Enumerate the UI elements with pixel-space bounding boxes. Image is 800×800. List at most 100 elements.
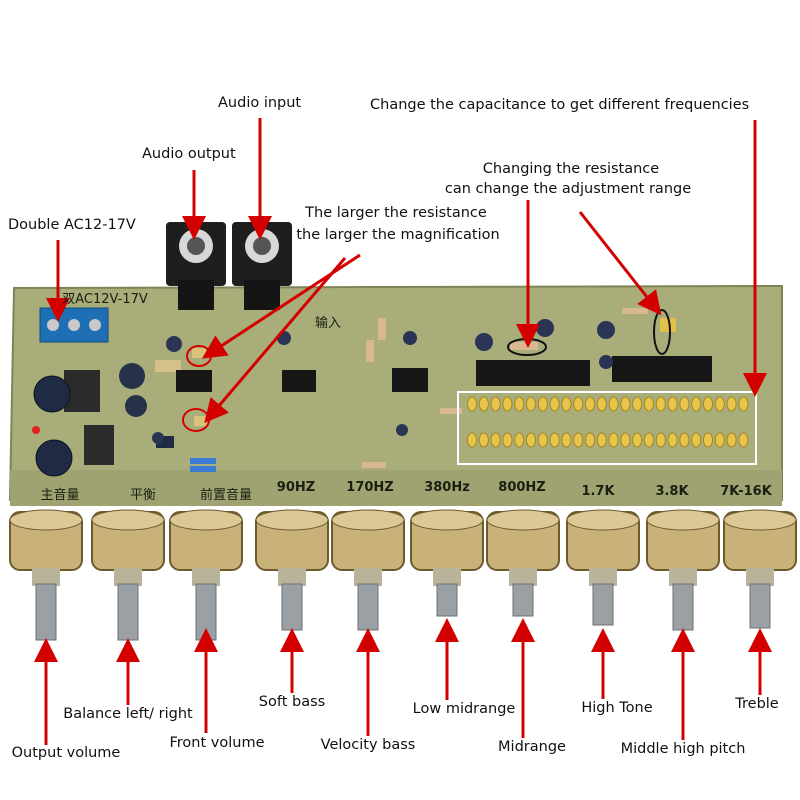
tantalum-capacitor <box>584 396 596 412</box>
tantalum-capacitor <box>667 396 678 412</box>
tantalum-capacitor <box>632 432 643 448</box>
tantalum-capacitor <box>502 396 513 412</box>
tantalum-capacitor <box>525 396 537 412</box>
tantalum-capacitor <box>549 432 560 448</box>
arrow-resistance-range-diag <box>578 211 662 316</box>
tantalum-capacitor <box>466 396 478 412</box>
highlight-ellipse-capacitor <box>653 309 671 355</box>
tantalum-capacitor <box>573 432 584 448</box>
tantalum-capacitor <box>643 432 655 448</box>
potentiometer <box>723 509 797 629</box>
tantalum-capacitor <box>714 396 725 412</box>
callout-resistance-range-1: Changing the resistance <box>482 161 660 177</box>
power-terminal-block <box>39 307 109 343</box>
tantalum-capacitor <box>478 432 489 448</box>
capacitor-rows <box>466 396 749 448</box>
tantalum-capacitor <box>632 396 643 412</box>
tantalum-capacitor <box>620 432 631 448</box>
silk-band-170hz: 170HZ <box>346 480 394 495</box>
tantalum-capacitor <box>537 396 548 412</box>
tantalum-capacitor <box>620 396 631 412</box>
tantalum-capacitor <box>490 432 501 448</box>
tantalum-capacitor <box>738 432 749 448</box>
tantalum-capacitor <box>608 432 619 448</box>
potentiometer <box>646 509 720 631</box>
tantalum-capacitor <box>679 432 690 448</box>
potentiometer <box>486 509 560 617</box>
callout-resistance-mag-2: the larger the magnification <box>296 227 500 243</box>
potentiometer-row <box>9 509 797 641</box>
silk-input-label: 输入 <box>314 316 342 331</box>
knob-label-output-volume: Output volume <box>11 745 121 761</box>
knob-label-balance: Balance left/ right <box>63 706 193 722</box>
tantalum-capacitor <box>525 432 537 448</box>
potentiometer <box>410 509 484 617</box>
tantalum-capacitor <box>726 396 737 412</box>
tantalum-capacitor <box>702 432 714 448</box>
callout-capacitance: Change the capacitance to get different … <box>370 97 750 113</box>
tantalum-capacitor <box>514 432 525 448</box>
silk-band-1-7k: 1.7K <box>581 484 615 499</box>
silk-balance: 平衡 <box>129 488 157 503</box>
potentiometer <box>9 509 83 641</box>
potentiometer <box>566 509 640 626</box>
integrated-circuits <box>176 356 712 392</box>
tantalum-capacitor <box>738 396 749 412</box>
tantalum-capacitor <box>584 432 596 448</box>
knob-label-front-volume: Front volume <box>169 735 265 751</box>
knob-label-low-midrange: Low midrange <box>412 701 516 717</box>
tantalum-capacitor <box>655 396 666 412</box>
knob-label-midrange: Midrange <box>498 739 566 755</box>
arrow-magnification-2 <box>204 257 347 424</box>
silk-band-3-8k: 3.8K <box>655 484 689 499</box>
power-section-components <box>32 360 181 477</box>
silk-main-volume: 主音量 <box>40 488 80 503</box>
knob-label-soft-bass: Soft bass <box>258 694 326 710</box>
tantalum-capacitor <box>679 396 690 412</box>
silk-pre-volume: 前置音量 <box>199 488 253 503</box>
tantalum-capacitor <box>691 432 702 448</box>
tantalum-capacitor <box>714 432 725 448</box>
rca-output-jack <box>166 222 226 310</box>
knob-label-velocity-bass: Velocity bass <box>320 737 416 753</box>
silk-power-label: 双AC12V-17V <box>62 292 148 307</box>
potentiometer <box>255 509 329 631</box>
annotation-arrows <box>46 118 767 424</box>
tantalum-capacitor <box>691 396 702 412</box>
knob-label-high-tone: High Tone <box>581 700 653 716</box>
tantalum-capacitor <box>466 432 478 448</box>
tantalum-capacitor <box>561 396 572 412</box>
tantalum-capacitor <box>490 396 501 412</box>
tantalum-capacitor <box>596 432 607 448</box>
callout-audio-input: Audio input <box>218 95 302 111</box>
callout-power: Double AC12-17V <box>8 217 136 233</box>
pcb-lower-strip <box>10 470 782 506</box>
tantalum-capacitor <box>514 396 525 412</box>
tantalum-capacitor <box>478 396 489 412</box>
tantalum-capacitor <box>726 432 737 448</box>
tantalum-capacitor <box>608 396 619 412</box>
tantalum-capacitor <box>643 396 655 412</box>
knob-label-middle-high-pitch: Middle high pitch <box>620 741 746 757</box>
silk-band-800hz: 800HZ <box>498 480 546 495</box>
tantalum-capacitor <box>702 396 714 412</box>
silk-band-90hz: 90HZ <box>276 480 316 495</box>
capacitor-array <box>457 391 757 465</box>
potentiometer <box>91 509 165 641</box>
potentiometer <box>169 509 243 641</box>
tantalum-capacitor <box>502 432 513 448</box>
tantalum-capacitor <box>549 396 560 412</box>
callout-audio-output: Audio output <box>142 146 236 162</box>
potentiometer <box>331 509 405 631</box>
silk-band-380hz: 380Hz <box>424 480 470 495</box>
callout-resistance-range-2: can change the adjustment range <box>444 181 692 197</box>
tantalum-capacitor <box>537 432 548 448</box>
tantalum-capacitor <box>655 432 666 448</box>
callout-resistance-mag-1: The larger the resistance <box>305 205 487 221</box>
tantalum-capacitor <box>573 396 584 412</box>
knob-label-treble: Treble <box>735 696 779 712</box>
tantalum-capacitor <box>596 396 607 412</box>
silk-band-7k-16k: 7K-16K <box>720 484 772 499</box>
